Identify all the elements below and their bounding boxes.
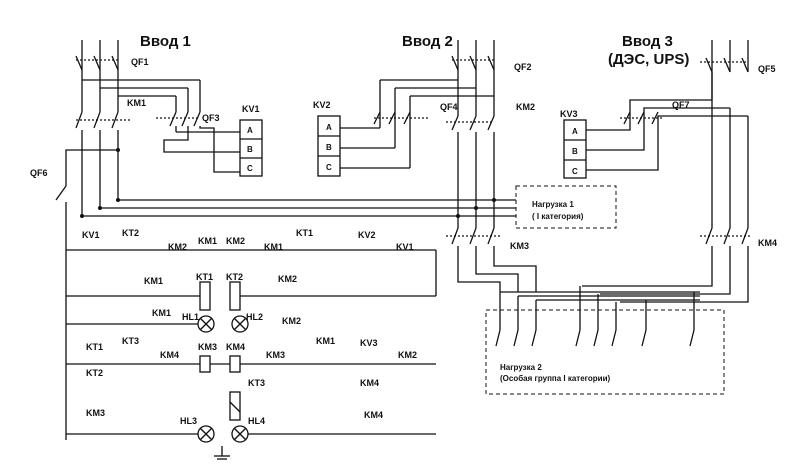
- km2-power-label: KM2: [516, 102, 535, 112]
- load-2-category: (Особая группа I категории): [500, 374, 611, 383]
- input-1-power-section: [75, 40, 240, 218]
- kv2-relay: [317, 115, 410, 177]
- ctrl-km1-contact-2: KM1: [144, 276, 163, 286]
- load-1-bus: [82, 185, 617, 229]
- ctrl-km2-coil: KM2: [226, 236, 245, 246]
- qf7-label: QF7: [672, 100, 690, 110]
- indicator-lamps-2: [66, 425, 436, 460]
- ctrl-km2-contact-2: KM2: [278, 274, 297, 284]
- kv2-phase-a: A: [326, 123, 332, 132]
- input-1-label: Ввод 1: [140, 33, 191, 50]
- input-3-power-section: [582, 40, 752, 303]
- qf2-label: QF2: [514, 62, 532, 72]
- qf5-label: QF5: [758, 64, 776, 74]
- kv3-phase-a: A: [572, 127, 578, 136]
- kv2-phase-b: B: [326, 143, 332, 152]
- ctrl-kv3-contact: KV3: [360, 338, 378, 348]
- hl1-label: HL1: [182, 312, 199, 322]
- ctrl-km3-coil: KM3: [198, 342, 217, 352]
- ctrl-km1-contact: KM1: [264, 242, 283, 252]
- kv1-relay: [239, 119, 263, 177]
- ctrl-km2-contact-4: KM2: [398, 350, 417, 360]
- ctrl-km3-contact: KM3: [266, 350, 285, 360]
- kv3-phase-b: B: [572, 147, 578, 156]
- input-3-sublabel: (ДЭС, UPS): [608, 51, 689, 68]
- kv3-relay: [563, 72, 748, 179]
- input-2-power-section: [373, 40, 537, 292]
- ctrl-kt3-coil: KT3: [248, 378, 265, 388]
- km1-power-label: KM1: [127, 98, 146, 108]
- ctrl-kt2-contact-2: KT2: [86, 368, 103, 378]
- hl4-label: HL4: [248, 416, 265, 426]
- kv3-label: KV3: [560, 109, 578, 119]
- ctrl-kv2-contact: KV2: [358, 230, 376, 240]
- ctrl-kt1-contact-2: KT1: [86, 342, 103, 352]
- input-3-label: Ввод 3: [622, 33, 673, 50]
- qf6-control-feed: [55, 149, 118, 440]
- ctrl-km4-contact-2: KM4: [360, 378, 379, 388]
- kv3-phase-c: C: [572, 167, 578, 176]
- kv1-phase-b: B: [247, 145, 253, 154]
- ctrl-km1-coil: KM1: [198, 236, 217, 246]
- input-2-label: Ввод 2: [402, 33, 453, 50]
- kv1-phase-c: C: [247, 164, 253, 173]
- kv2-phase-c: C: [326, 163, 332, 172]
- ctrl-km1-contact-4: KM1: [316, 336, 335, 346]
- ctrl-km2-contact-3: KM2: [282, 316, 301, 326]
- ctrl-kv1-contact-2: KV1: [396, 242, 414, 252]
- ctrl-km4-contact-3: KM4: [364, 410, 383, 420]
- control-row-1: [66, 249, 437, 296]
- indicator-lamps-1: [66, 315, 249, 333]
- load-1-title: Нагрузка 1: [532, 200, 574, 209]
- ctrl-kv1-contact: KV1: [82, 230, 100, 240]
- load-2-bus: [485, 286, 725, 395]
- ctrl-km4-coil: KM4: [226, 342, 245, 352]
- kv1-phase-a: A: [247, 126, 253, 135]
- ctrl-km2-contact: KM2: [168, 242, 187, 252]
- ctrl-km3-contact-2: KM3: [86, 408, 105, 418]
- ctrl-kt1-contact: KT1: [296, 228, 313, 238]
- ctrl-kt2-contact: KT2: [122, 228, 139, 238]
- ctrl-kt1-coil: KT1: [196, 272, 213, 282]
- kv2-label: KV2: [313, 100, 331, 110]
- control-row-3: [66, 355, 436, 421]
- qf4-label: QF4: [440, 102, 458, 112]
- ctrl-km4-contact: KM4: [160, 350, 179, 360]
- control-row-2: [66, 281, 436, 311]
- km4-power-label: KM4: [758, 238, 777, 248]
- qf1-label: QF1: [131, 57, 149, 67]
- qf3-label: QF3: [202, 113, 220, 123]
- hl3-label: HL3: [180, 416, 197, 426]
- qf6-label: QF6: [30, 168, 48, 178]
- kv1-label: KV1: [242, 104, 260, 114]
- load-1-category: ( I категория): [532, 212, 584, 221]
- ctrl-km1-contact-3: KM1: [152, 308, 171, 318]
- ctrl-kt2-coil: KT2: [226, 272, 243, 282]
- load-2-title: Нагрузка 2: [500, 363, 542, 372]
- ctrl-kt3-contact: KT3: [122, 336, 139, 346]
- km3-power-label: KM3: [510, 241, 529, 251]
- hl2-label: HL2: [246, 312, 263, 322]
